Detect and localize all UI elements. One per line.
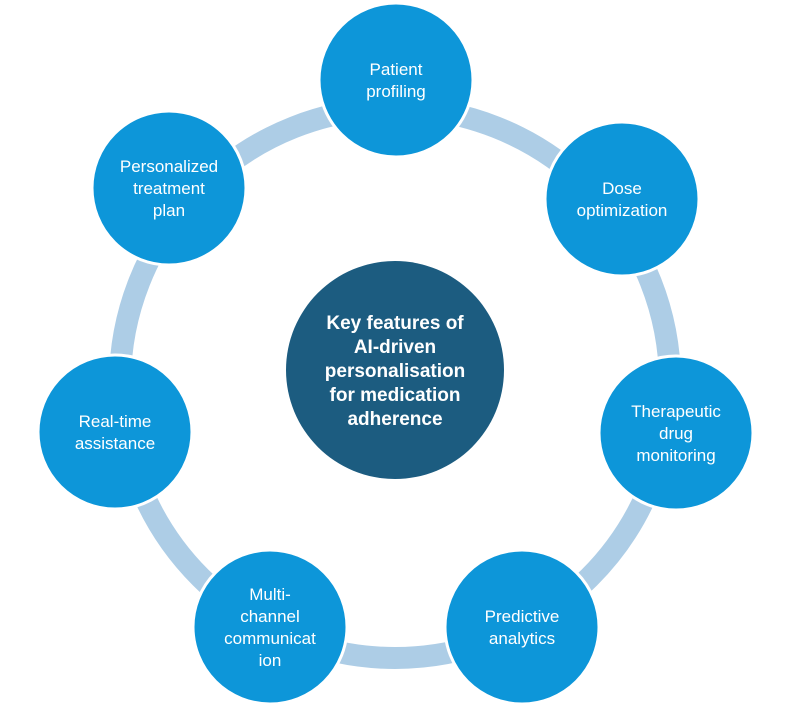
center-circle xyxy=(286,261,504,479)
node-label: Therapeutic drug monitoring xyxy=(631,402,721,465)
node-label-line: communicat xyxy=(224,629,316,648)
node-label-line: plan xyxy=(153,201,185,220)
node-label-line: assistance xyxy=(75,434,155,453)
node-label: Real-time assistance xyxy=(75,412,155,453)
node-personalized-treatment-plan: Personalized treatment plan xyxy=(90,109,248,267)
node-real-time-assistance: Real-time assistance xyxy=(36,353,194,511)
node-circle xyxy=(36,353,194,511)
node-label: Dose optimization xyxy=(577,179,668,220)
node-patient-profiling: Patient profiling xyxy=(317,1,475,159)
node-label-line: profiling xyxy=(366,82,426,101)
center-hub: Key features of AI-driven personalisation f… xyxy=(286,261,504,479)
center-title-line: adherence xyxy=(347,409,442,430)
node-label-line: Therapeutic xyxy=(631,402,721,421)
node-therapeutic-drug-monitoring: Therapeutic drug monitoring xyxy=(597,354,755,512)
node-multi-channel-communication: Multi-channel communicat ion xyxy=(191,548,349,706)
node-label-line: drug xyxy=(659,424,693,443)
node-label-line: analytics xyxy=(489,629,555,648)
center-title-line: for medication xyxy=(330,385,461,406)
node-label-line: optimization xyxy=(577,201,668,220)
node-label: Personalized treatment plan xyxy=(120,157,218,220)
node-circle xyxy=(443,548,601,706)
node-label: Patient profiling xyxy=(366,60,426,101)
node-label-line: ion xyxy=(259,651,282,670)
center-title: Key features of AI-driven personalisation f… xyxy=(325,313,465,430)
node-circle xyxy=(90,109,248,267)
center-title-line: personalisation xyxy=(325,361,465,382)
node-label-line: Dose xyxy=(602,179,642,198)
node-circle xyxy=(597,354,755,512)
node-label-line: Patient xyxy=(370,60,423,79)
node-label-line: monitoring xyxy=(636,446,715,465)
node-dose-optimization: Dose optimization xyxy=(543,120,701,278)
node-label-line: Real-time xyxy=(79,412,152,431)
node-label: Multi-channel communicat ion xyxy=(224,585,316,670)
node-circle xyxy=(543,120,701,278)
node-label-line: Multi- xyxy=(249,585,291,604)
node-predictive-analytics: Predictive analytics xyxy=(443,548,601,706)
node-label-line: channel xyxy=(240,607,300,626)
center-title-line: AI-driven xyxy=(354,337,436,358)
center-title-line: Key features of xyxy=(326,313,464,334)
node-circle xyxy=(317,1,475,159)
node-label: Predictive analytics xyxy=(485,607,560,648)
node-circle xyxy=(191,548,349,706)
node-label-line: treatment xyxy=(133,179,205,198)
node-label-line: Predictive xyxy=(485,607,560,626)
node-label-line: Personalized xyxy=(120,157,218,176)
